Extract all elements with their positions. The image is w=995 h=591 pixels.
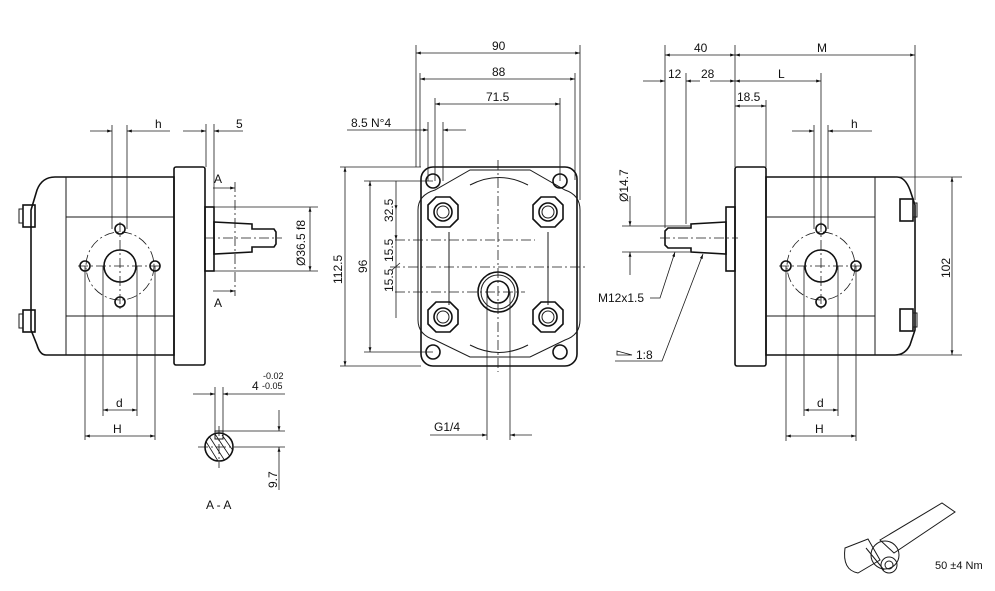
label-H-left: H — [113, 422, 122, 436]
section-view-a-a: 4 -0.02 -0.05 9.7 A - A — [193, 371, 285, 512]
label-pilot-diameter: Ø36.5 f8 — [294, 220, 308, 266]
right-side-view: 40 12 28 M L 18.5 h Ø14.7 M12x1.5 1:8 10… — [598, 41, 962, 441]
dim-18-5: 18.5 — [737, 90, 761, 104]
dim-32-5: 32.5 — [382, 198, 396, 222]
key-tol-lower: -0.05 — [262, 381, 283, 391]
label-h-left: h — [155, 117, 162, 131]
label-thread: M12x1.5 — [598, 291, 644, 305]
label-taper: 1:8 — [636, 348, 653, 362]
dim-L: L — [778, 67, 785, 81]
dim-112-5: 112.5 — [331, 255, 345, 284]
section-title: A - A — [206, 498, 231, 512]
label-H-right: H — [815, 422, 824, 436]
dim-M: M — [817, 41, 827, 55]
torque-value: 50 ±4 Nm — [935, 560, 983, 572]
left-side-view: h 5 A A Ø36.5 f8 d H — [18, 117, 318, 440]
front-view: 90 88 71.5 8.5 N°4 112.5 96 32.5 15.5 15… — [331, 39, 585, 440]
key-tol-upper: -0.02 — [263, 371, 284, 381]
dim-12: 12 — [668, 67, 682, 81]
dim-shaft-diameter: Ø14.7 — [617, 169, 631, 202]
label-d-left: d — [116, 396, 123, 410]
dim-15-5-upper: 15.5 — [382, 238, 396, 262]
dim-40: 40 — [694, 41, 708, 55]
section-mark-top: A — [214, 172, 222, 186]
label-shoulder-5: 5 — [236, 117, 243, 131]
dim-15-5-lower: 15.5 — [382, 268, 396, 292]
dim-71-5: 71.5 — [486, 90, 510, 104]
key-height: 9.7 — [266, 471, 280, 488]
dim-port-thread: G1/4 — [434, 420, 460, 434]
dim-96: 96 — [356, 259, 370, 273]
dim-holes: 8.5 N°4 — [351, 116, 391, 130]
section-mark-bottom: A — [214, 296, 222, 310]
dim-90: 90 — [492, 39, 506, 53]
label-d-right: d — [817, 396, 824, 410]
dim-28: 28 — [701, 67, 715, 81]
key-width: 4 — [252, 379, 259, 393]
label-h-right: h — [851, 117, 858, 131]
dim-102: 102 — [939, 258, 953, 278]
dim-88: 88 — [492, 65, 506, 79]
wrench-icon — [844, 502, 956, 574]
